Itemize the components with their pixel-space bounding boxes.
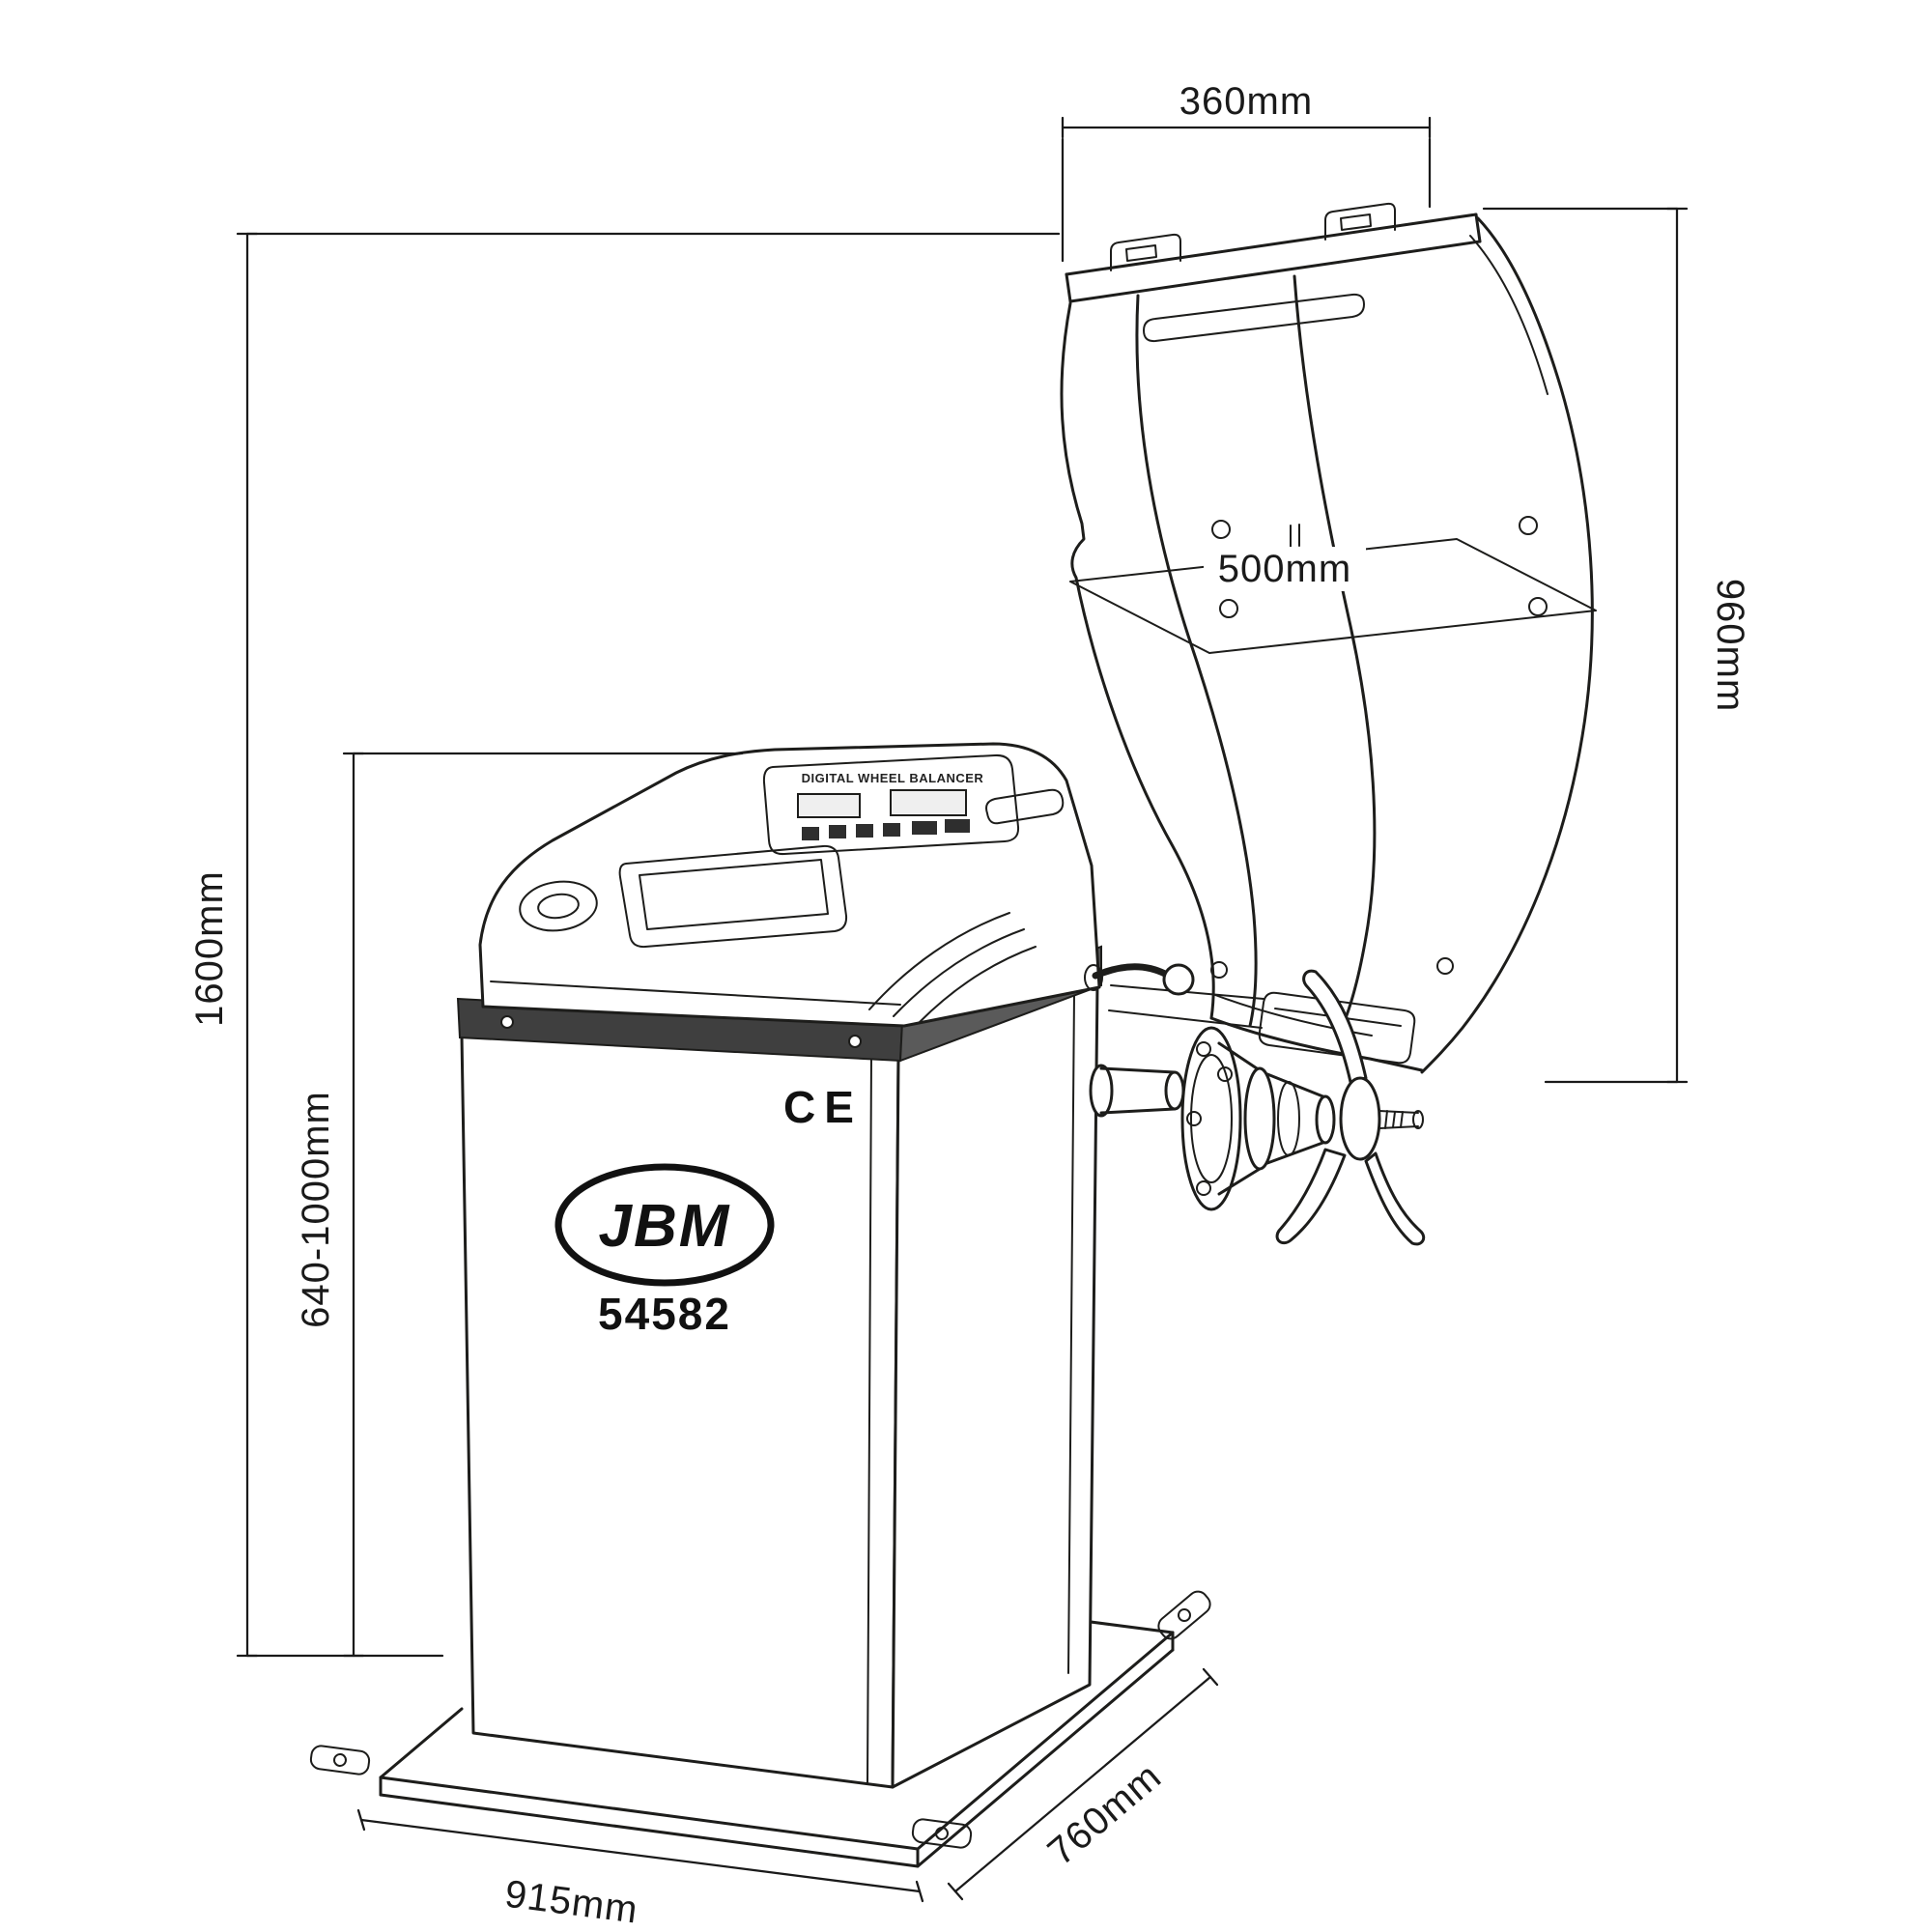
- dimension-640-1000: 640-1000mm: [295, 752, 744, 1658]
- foot-front-left: [309, 1745, 371, 1776]
- cabinet-side-face: [891, 981, 1099, 1789]
- label-mask: [1204, 547, 1366, 591]
- lever-knob: [1162, 963, 1195, 996]
- handle-slot: [985, 788, 1065, 825]
- wheel-guard-hood: [1060, 202, 1594, 1074]
- cabinet-front-face: [460, 1034, 900, 1789]
- dimension-label-guard-width: 360mm: [1179, 80, 1313, 123]
- spindle-assembly: [1089, 969, 1426, 1246]
- panel-button: [883, 823, 900, 837]
- panel-button: [829, 825, 846, 838]
- panel-button: [912, 821, 937, 835]
- band-screw-right: [848, 1035, 862, 1048]
- weight-tray: [618, 844, 848, 949]
- hub-cylinder: [1243, 1066, 1276, 1171]
- dimension-label-spindle-height: 640-1000mm: [295, 1091, 337, 1328]
- cone-cup: [519, 880, 598, 932]
- dimension-360: 360mm: [1061, 80, 1432, 263]
- band-screw-left: [500, 1015, 514, 1029]
- display-window-left: [797, 793, 861, 818]
- machine-cabinet: CE JBM 54582: [456, 945, 1102, 1789]
- display-window-right: [890, 789, 967, 816]
- logo-oval: [554, 1163, 775, 1287]
- panel-label: DIGITAL WHEEL BALANCER: [802, 771, 984, 785]
- threaded-tip: [1378, 1110, 1424, 1129]
- dimension-label-overall-height: 1600mm: [188, 870, 231, 1027]
- display-panel: DIGITAL WHEEL BALANCER: [762, 753, 1020, 856]
- control-head: DIGITAL WHEEL BALANCER: [478, 742, 1195, 1028]
- panel-button: [945, 819, 970, 833]
- guard-clip-left: [1110, 233, 1181, 271]
- dimension-960: 960mm: [1482, 207, 1751, 1084]
- panel-button: [802, 827, 819, 840]
- foot-front-right: [911, 1818, 973, 1849]
- wing-nut: [1275, 969, 1426, 1246]
- dimension-label-base-depth: 760mm: [1040, 1755, 1170, 1874]
- dimension-label-guard-height: 960mm: [1709, 579, 1751, 712]
- brand-logo: JBM: [554, 1163, 775, 1287]
- panel-button: [856, 824, 873, 838]
- model-number: 54582: [598, 1289, 731, 1339]
- foot-back-right: [1157, 1590, 1211, 1640]
- dimension-1600: 1600mm: [188, 232, 1061, 1658]
- side-lever: [1084, 963, 1195, 996]
- dimension-label-rim-width: 500mm: [1218, 548, 1351, 590]
- guard-clip-right: [1324, 202, 1396, 241]
- dimension-label-base-width: 915mm: [502, 1872, 640, 1931]
- ce-mark: CE: [783, 1082, 863, 1132]
- rim-plane-500: 500mm: [1069, 524, 1597, 654]
- cone: [1315, 1094, 1336, 1145]
- brand-text: JBM: [599, 1193, 731, 1260]
